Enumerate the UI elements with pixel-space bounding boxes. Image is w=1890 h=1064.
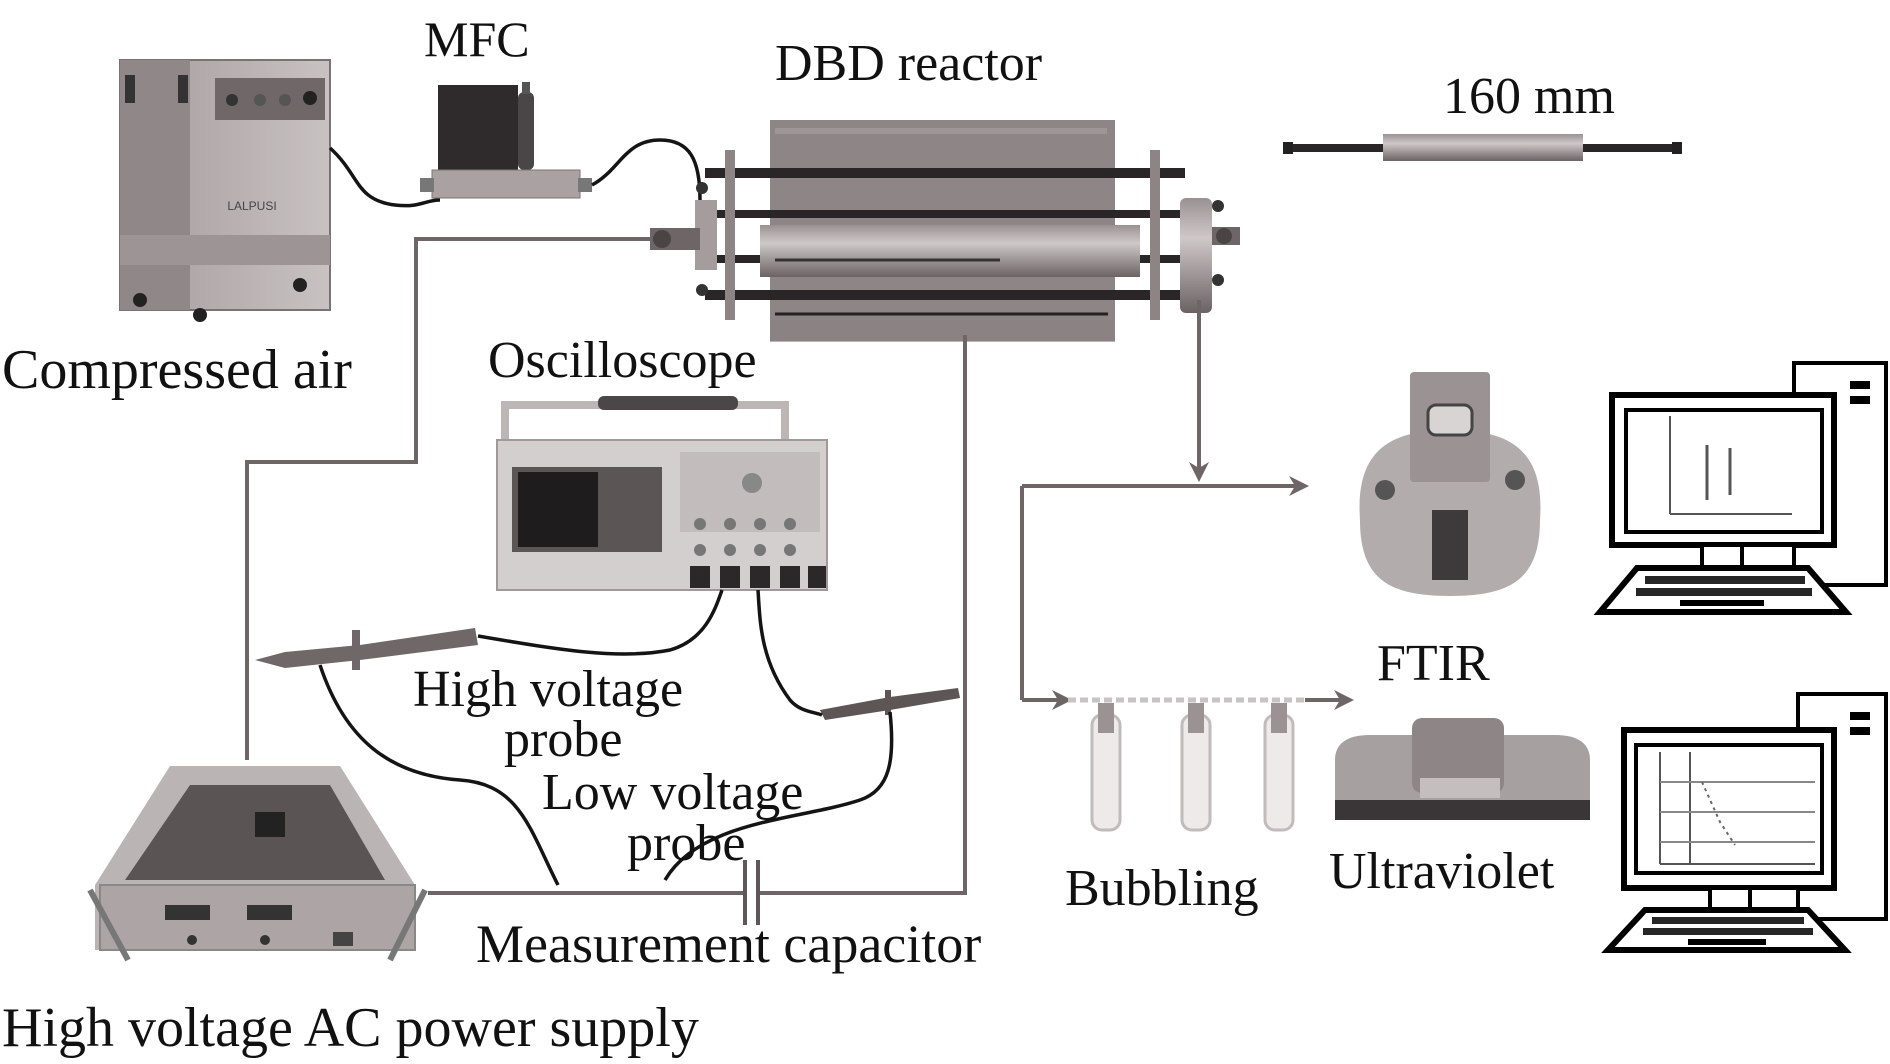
ftir-label: FTIR xyxy=(1377,635,1490,692)
ground-wire xyxy=(759,335,967,895)
compressed-air-compressor-icon: LALPUSI xyxy=(119,59,331,322)
bubbling-bottles-icon xyxy=(1068,697,1305,832)
mfc-device-icon xyxy=(420,82,592,199)
dbd-reactor-icon xyxy=(650,100,1240,342)
uv-computer-icon xyxy=(1601,692,1888,953)
electrode-scale-rod-icon xyxy=(1283,134,1682,161)
oscilloscope-icon xyxy=(496,396,828,591)
scale-length-label: 160 mm xyxy=(1443,68,1615,125)
dbd-reactor-label: DBD reactor xyxy=(775,35,1042,92)
low-voltage-probe-icon xyxy=(820,688,960,720)
hv-wire xyxy=(245,237,650,760)
high-voltage-probe-label-line1: High voltage xyxy=(413,661,683,718)
mfc-label: MFC xyxy=(424,11,530,67)
hv-probe-cable xyxy=(477,589,724,656)
low-voltage-probe-label-line2: probe xyxy=(627,815,745,872)
lv-probe-cable xyxy=(756,589,823,717)
hv-probe-ground-lead xyxy=(318,664,560,886)
ultraviolet-label: Ultraviolet xyxy=(1329,843,1555,900)
measurement-capacitor-label: Measurement capacitor xyxy=(476,914,981,974)
ftir-spectrometer-icon xyxy=(1359,372,1541,596)
ftir-computer-icon xyxy=(1593,361,1888,615)
bubbling-label: Bubbling xyxy=(1065,860,1259,917)
gas-inlet-hose xyxy=(591,138,702,201)
measurement-capacitor-symbol xyxy=(743,860,760,925)
high-voltage-probe-icon xyxy=(255,628,478,670)
high-voltage-probe-label-line2: probe xyxy=(504,711,622,768)
power-supply-label: High voltage AC power supply xyxy=(2,997,699,1059)
oscilloscope-label: Oscilloscope xyxy=(488,332,757,389)
svg-text:LALPUSI: LALPUSI xyxy=(227,199,276,213)
low-voltage-probe-label-line1: Low voltage xyxy=(542,764,803,821)
air-hose xyxy=(328,146,441,208)
ultraviolet-spectrometer-icon xyxy=(1335,718,1590,820)
high-voltage-ac-power-supply-icon xyxy=(87,766,428,962)
lv-probe-ground-lead xyxy=(663,711,894,881)
compressed-air-label: Compressed air xyxy=(2,339,352,401)
